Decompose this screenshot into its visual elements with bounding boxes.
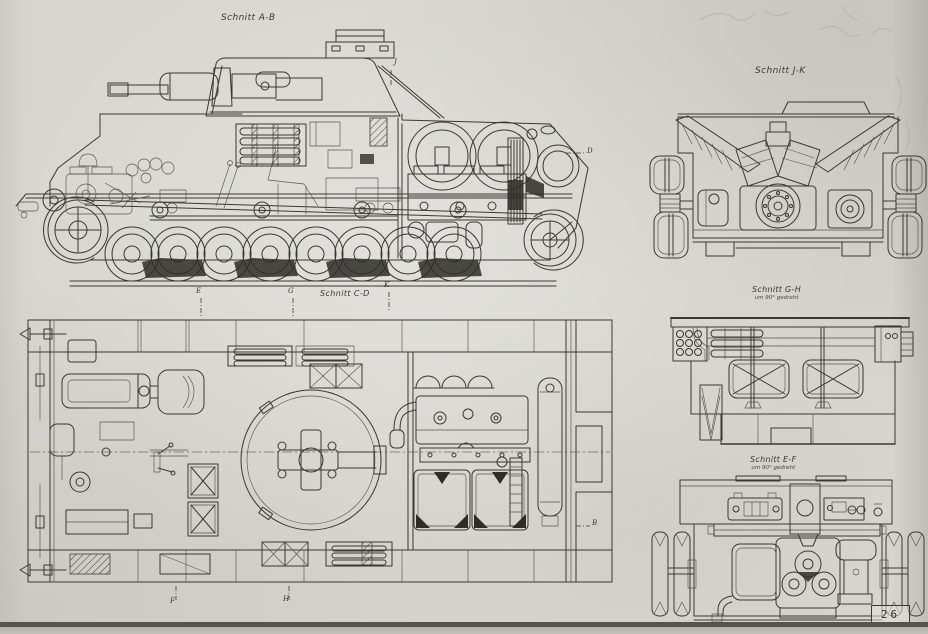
section-marker-j: J xyxy=(394,58,397,66)
side-cutaway-drawing xyxy=(15,29,589,287)
label-schnitt-ab: Schnitt A-B xyxy=(221,13,276,23)
radiators xyxy=(728,326,864,409)
hull-outline xyxy=(15,113,589,261)
turret-ring xyxy=(240,389,387,531)
page-number: 26 xyxy=(871,605,910,624)
scan-edge-dark xyxy=(0,622,928,627)
flywheel xyxy=(755,183,801,229)
fuel-tank xyxy=(413,469,471,531)
hull-front-section xyxy=(679,475,893,621)
transmission-compartment xyxy=(49,339,205,535)
rear-section-view xyxy=(648,98,928,288)
scan-edge-light xyxy=(0,627,928,634)
gun-assembly xyxy=(107,67,323,107)
front-tank-and-seat xyxy=(711,503,883,623)
gun-breech xyxy=(231,73,277,99)
fighting-compartment xyxy=(17,121,401,219)
v-engine xyxy=(697,121,873,231)
plan-cutaway-view xyxy=(10,302,614,600)
label-schnitt-cd: Schnitt C-D xyxy=(320,289,370,298)
section-marker-k: K xyxy=(384,281,390,289)
label-schnitt-ef-note: um 90° gedreht xyxy=(751,465,796,471)
label-schnitt-gh: Schnitt G-H um 90° gedreht xyxy=(752,285,801,301)
section-marker-h: H xyxy=(283,595,290,603)
section-marker-g: G xyxy=(288,287,294,295)
label-schnitt-ef-title: Schnitt E-F xyxy=(750,455,797,464)
section-ticks xyxy=(175,70,590,600)
section-marker-f: F xyxy=(170,597,175,605)
hull-section xyxy=(675,101,901,257)
fuel-tank xyxy=(471,469,529,531)
hull-plan-outline xyxy=(19,319,613,583)
front-section-view xyxy=(648,468,928,632)
label-schnitt-gh-title: Schnitt G-H xyxy=(752,285,802,294)
front-section-drawing xyxy=(651,475,925,623)
right-bogie xyxy=(882,155,927,259)
section-marker-b: B xyxy=(592,519,598,527)
pencil-scribbles xyxy=(699,5,928,151)
engine-plan xyxy=(389,375,563,531)
radiator-boxes xyxy=(187,463,219,537)
ammo-rack xyxy=(235,117,388,167)
mid-section-drawing xyxy=(670,317,914,445)
generator xyxy=(835,194,865,224)
shell-racks xyxy=(69,345,393,575)
hull-mid-section xyxy=(670,317,910,445)
headlight xyxy=(78,153,98,167)
rear-section-drawing xyxy=(649,101,927,259)
left-bogie xyxy=(649,155,694,259)
ammo-bin xyxy=(672,326,764,362)
plan-cutaway-drawing xyxy=(19,319,613,583)
fuel-tank-section xyxy=(692,326,723,441)
section-marker-e: E xyxy=(196,287,202,295)
muffler xyxy=(536,144,580,188)
mid-section-view xyxy=(663,316,918,452)
left-sprocket xyxy=(651,531,697,617)
right-equipment-box xyxy=(874,325,914,363)
label-schnitt-jk: Schnitt J-K xyxy=(755,66,806,76)
section-marker-d: D xyxy=(587,147,593,155)
gun-mount xyxy=(373,445,387,475)
track-shadows xyxy=(142,258,482,278)
running-gear xyxy=(42,188,584,287)
label-schnitt-gh-note: um 90° gedreht xyxy=(754,295,799,301)
radio-box xyxy=(369,117,388,147)
turret xyxy=(205,29,445,119)
side-cutaway-view xyxy=(10,8,610,290)
label-schnitt-ef: Schnitt E-F um 90° gedreht xyxy=(750,455,797,471)
tank-straps xyxy=(416,472,526,528)
